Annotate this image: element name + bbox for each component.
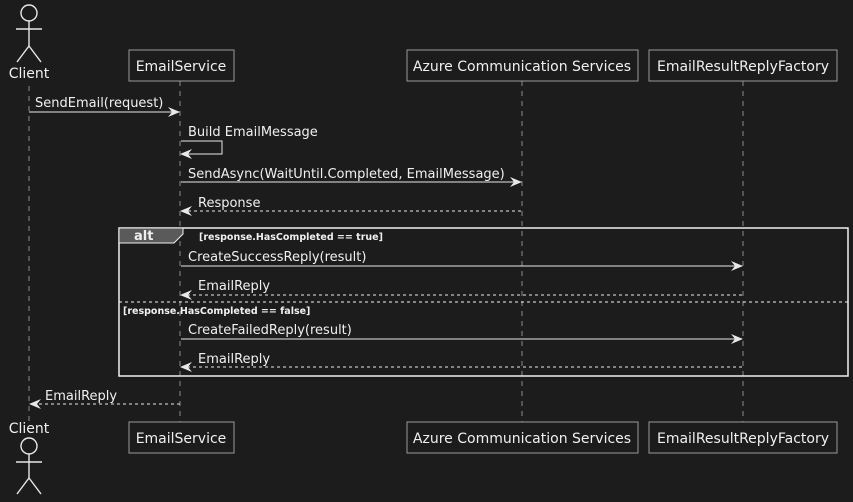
actor-head [20,437,38,455]
actor-leg-right [28,477,42,495]
message-label-create-success-reply: CreateSuccessReply(result) [188,250,366,265]
participant-label-factory-top: EmailResultReplyFactory [657,59,829,75]
participant-box-acs-top [406,49,639,82]
message-label-email-reply-failed: EmailReply [198,352,270,367]
message-label-send-email: SendEmail(request) [35,96,163,111]
participant-box-acs-bottom [406,421,639,454]
participant-label-acs-bottom: Azure Communication Services [413,431,631,447]
participant-label-client-top: Client [9,66,50,82]
alt-fragment: alt [response.HasCompleted == true] [res… [118,227,849,377]
participant-box-factory-top [648,49,838,82]
actor-client-bottom [16,437,42,495]
message-label-response: Response [198,196,260,211]
actor-leg-left [16,45,30,63]
actor-client-top [16,4,42,63]
actor-leg-right [28,45,42,63]
message-label-email-reply-client: EmailReply [45,389,117,404]
alt-condition-true: [response.HasCompleted == true] [199,232,383,243]
message-label-build-email-message: Build EmailMessage [188,125,318,140]
alt-fragment-tab [118,227,184,244]
actor-leg-left [16,477,30,495]
message-label-create-failed-reply: CreateFailedReply(result) [188,323,352,338]
message-label-email-reply-success: EmailReply [198,279,270,294]
participant-box-email-service-bottom [128,421,235,454]
message-arrow-build-email-message [180,140,223,159]
participant-box-factory-bottom [648,421,838,454]
participant-label-email-service-top: EmailService [136,59,227,75]
participant-label-acs-top: Azure Communication Services [413,59,631,75]
participant-box-email-service-top [128,49,235,82]
participant-label-factory-bottom: EmailResultReplyFactory [657,431,829,447]
alt-keyword: alt [134,229,153,244]
participant-label-client-bottom: Client [9,421,50,437]
message-label-send-async: SendAsync(WaitUntil.Completed, EmailMess… [188,167,505,182]
actor-head [20,4,38,22]
lifelines [28,81,744,422]
participant-label-email-service-bottom: EmailService [136,431,227,447]
alt-condition-false: [response.HasCompleted == false] [123,306,310,317]
